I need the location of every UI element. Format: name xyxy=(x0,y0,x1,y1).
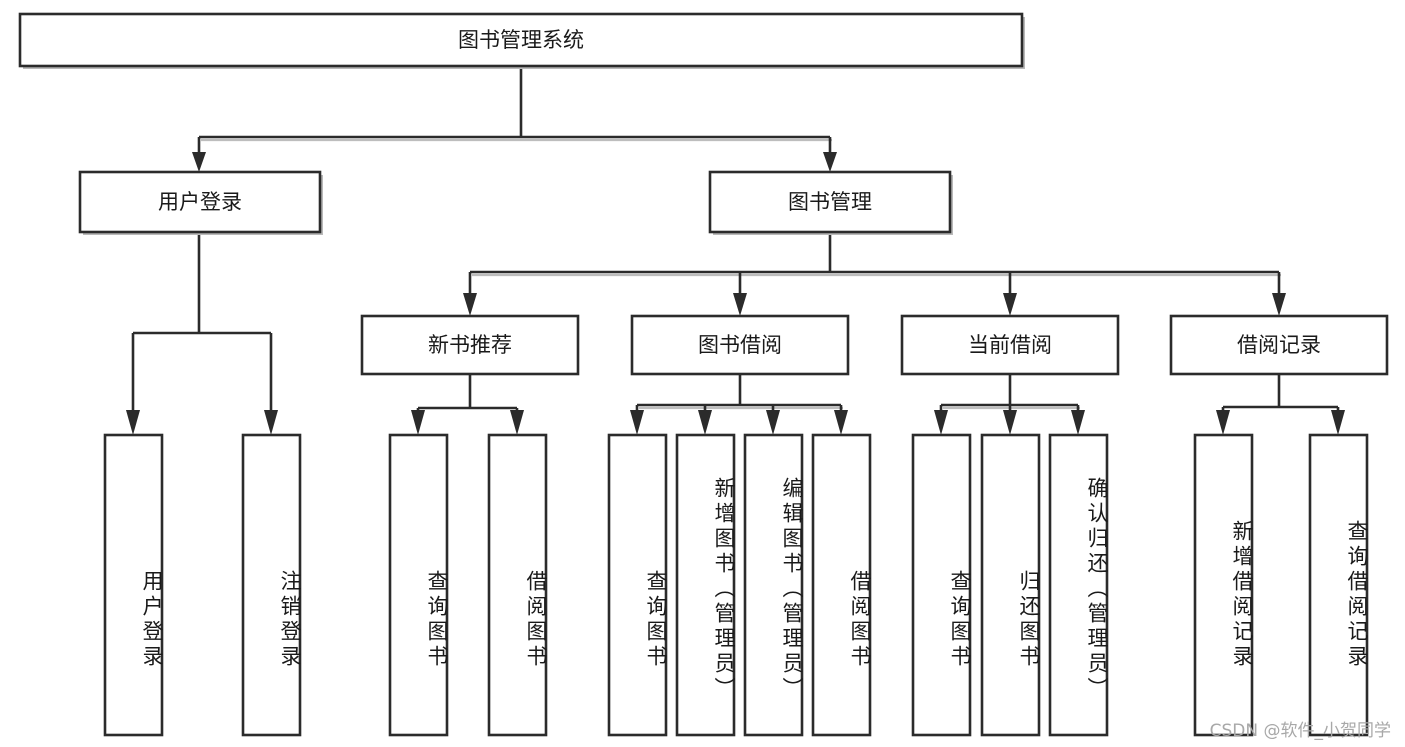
node-leaf-logout[interactable] xyxy=(241,433,302,737)
arrowhead-leaf-logout xyxy=(264,410,278,435)
node-leaf-borrow-book[interactable] xyxy=(811,433,872,737)
arrowhead-leaf-user-login xyxy=(126,410,140,435)
node-user-login-label: 用户登录 xyxy=(158,190,242,214)
node-leaf-user-login[interactable] xyxy=(103,433,164,737)
node-leaf-query-book-borrow[interactable] xyxy=(607,433,668,737)
node-borrow-record-label: 借阅记录 xyxy=(1237,333,1321,357)
boxes-group: 图书管理系统 用户登录 图书管理 新书推荐 图书借阅 当前借阅 借阅记录 xyxy=(18,12,1389,737)
connectors-group xyxy=(126,66,1345,435)
arrowhead-user-login xyxy=(192,152,206,172)
arrowhead-book-borrow xyxy=(733,293,747,316)
node-new-book-rec[interactable] xyxy=(360,314,580,376)
node-book-borrow-label: 图书借阅 xyxy=(698,333,782,357)
node-book-manage[interactable] xyxy=(708,170,952,234)
node-leaf-return-book[interactable] xyxy=(980,433,1041,737)
arrowhead-leaf-add-book xyxy=(698,410,712,435)
node-leaf-edit-book[interactable] xyxy=(743,433,804,737)
csdn-watermark: CSDN @软件_小贺同学 xyxy=(1209,721,1391,741)
arrowhead-leaf-borrow-book-rec xyxy=(510,410,524,435)
node-current-borrow[interactable] xyxy=(900,314,1120,376)
node-leaf-confirm-return[interactable] xyxy=(1048,433,1109,737)
arrowhead-new-book-rec xyxy=(463,293,477,316)
arrowhead-leaf-query-book-cur xyxy=(934,410,948,435)
node-new-book-rec-label: 新书推荐 xyxy=(428,333,512,357)
node-borrow-record[interactable] xyxy=(1169,314,1389,376)
arrowhead-book-manage xyxy=(823,152,837,172)
arrowhead-leaf-query-book-borrow xyxy=(630,410,644,435)
node-leaf-query-book-cur[interactable] xyxy=(911,433,972,737)
node-book-manage-label: 图书管理 xyxy=(788,190,872,214)
arrowhead-borrow-record xyxy=(1272,293,1286,316)
arrowhead-leaf-borrow-book xyxy=(834,410,848,435)
arrowhead-leaf-add-record xyxy=(1216,410,1230,435)
node-root-label: 图书管理系统 xyxy=(458,28,584,52)
node-leaf-add-book[interactable] xyxy=(675,433,736,737)
node-user-login[interactable] xyxy=(78,170,322,234)
node-book-borrow[interactable] xyxy=(630,314,850,376)
node-leaf-query-record[interactable] xyxy=(1308,433,1369,737)
node-current-borrow-label: 当前借阅 xyxy=(968,333,1052,357)
arrowhead-leaf-query-record xyxy=(1331,410,1345,435)
arrowhead-current-borrow xyxy=(1003,293,1017,316)
arrowhead-leaf-query-book-rec xyxy=(411,410,425,435)
arrowhead-leaf-return-book xyxy=(1003,410,1017,435)
node-root[interactable] xyxy=(18,12,1024,68)
node-leaf-query-book-rec[interactable] xyxy=(388,433,449,737)
node-leaf-add-record[interactable] xyxy=(1193,433,1254,737)
arrowhead-leaf-confirm-return xyxy=(1071,410,1085,435)
arrowhead-leaf-edit-book xyxy=(766,410,780,435)
node-leaf-borrow-book-rec[interactable] xyxy=(487,433,548,737)
